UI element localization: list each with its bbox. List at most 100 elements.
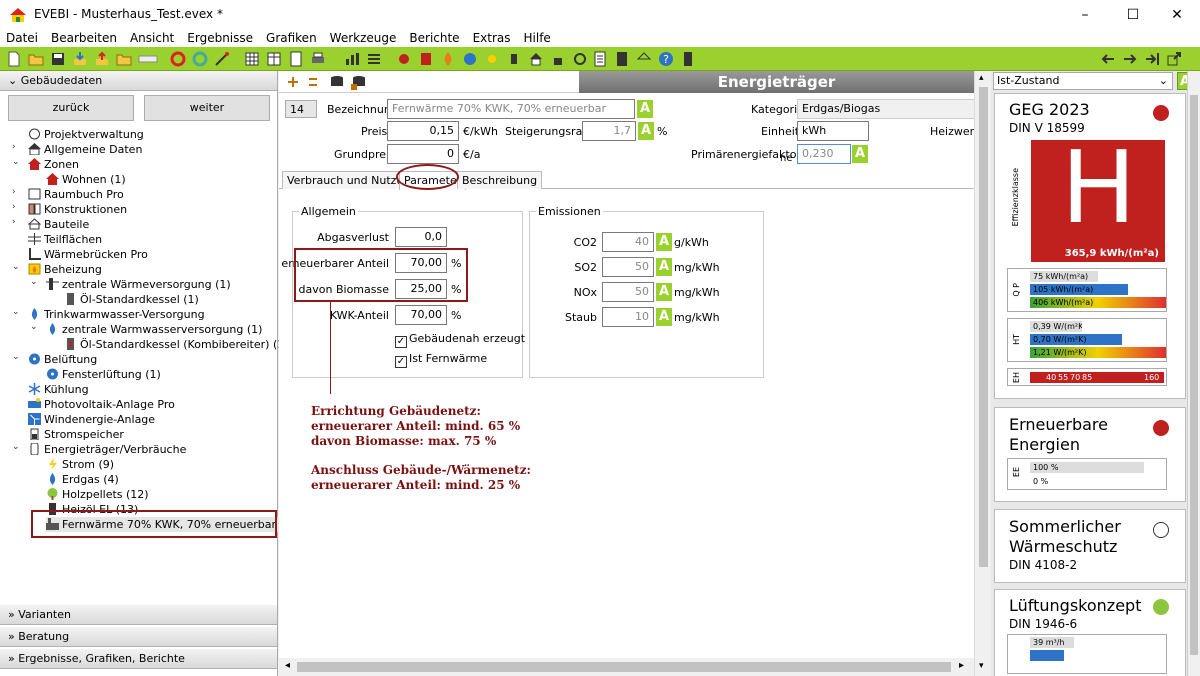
scroll-right-icon[interactable]: ▸ (959, 660, 965, 671)
sun-icon[interactable] (484, 51, 500, 67)
pef-input[interactable]: 0,230 (797, 144, 851, 164)
new-file-icon[interactable] (6, 51, 22, 67)
collapse-icon[interactable]: ⌄ (12, 157, 20, 167)
back-button[interactable]: zurück (8, 95, 134, 121)
maximize-button[interactable]: ☐ (1126, 7, 1140, 23)
import-icon[interactable] (72, 51, 88, 67)
geg-card[interactable]: GEG 2023 DIN V 18599 Effizienzklasse H 3… (994, 93, 1186, 399)
section-beratung[interactable]: » Beratung (0, 627, 277, 647)
tree-item[interactable]: Öl-Standardkessel (Kombibereiter) (1) (64, 337, 289, 352)
collapse-icon[interactable]: ⌄ (12, 442, 20, 452)
scroll-left-icon[interactable]: ◂ (285, 660, 291, 671)
section-ergebnisse[interactable]: » Ergebnisse, Grafiken, Berichte (0, 649, 277, 669)
renewable-card[interactable]: Erneuerbare Energien EE 100 % 0 % (994, 407, 1186, 502)
tree-item[interactable]: Fensterlüftung (1) (46, 367, 161, 382)
document-icon[interactable] (592, 51, 608, 67)
boiler-icon[interactable] (418, 51, 434, 67)
tree-item[interactable]: Zonen (28, 157, 79, 172)
arrow-left-icon[interactable] (1100, 51, 1116, 67)
vertical-scrollbar[interactable]: ▴ ▾ (974, 71, 991, 676)
menu-grafiken[interactable]: Grafiken (266, 31, 317, 45)
preis-input[interactable]: 0,15 (387, 121, 459, 141)
tree-item[interactable]: Allgemeine Daten (28, 142, 142, 157)
a-badge[interactable]: A (656, 258, 672, 276)
chart-icon[interactable] (344, 51, 360, 67)
menu-datei[interactable]: Datei (6, 31, 39, 45)
print-icon[interactable] (310, 51, 326, 67)
gebaeudenah-checkbox[interactable]: ✓Gebäudenah erzeugt (395, 332, 526, 348)
section-gebaeudedaten[interactable]: ⌄ Gebäudedaten (0, 71, 277, 91)
grid-icon[interactable] (244, 51, 260, 67)
co2-input[interactable]: 40 (602, 232, 654, 252)
abgasverlust-input[interactable]: 0,0 (395, 227, 447, 247)
a-badge[interactable]: A (656, 308, 672, 326)
collapse-icon[interactable]: ⌄ (12, 307, 20, 317)
heart-icon[interactable] (396, 51, 412, 67)
expand-icon[interactable]: › (12, 217, 16, 227)
summer-protection-card[interactable]: Sommerlicher Wärmeschutz DIN 4108-2 (994, 509, 1186, 583)
menu-bearbeiten[interactable]: Bearbeiten (51, 31, 117, 45)
menu-werkzeuge[interactable]: Werkzeuge (329, 31, 397, 45)
tree-item[interactable]: Strom (9) (46, 457, 114, 472)
scroll-down-icon[interactable]: ▾ (979, 661, 984, 671)
tree-item[interactable]: Energieträger/Verbräuche (28, 442, 186, 457)
tree-item[interactable]: Beheizung (28, 262, 102, 277)
redo-icon[interactable] (192, 51, 208, 67)
help-icon[interactable]: ? (658, 51, 674, 67)
state-select[interactable]: Ist-Zustand⌄ (993, 72, 1173, 90)
menu-ansicht[interactable]: Ansicht (129, 31, 175, 45)
report-icon[interactable] (288, 51, 304, 67)
a-badge[interactable]: A (637, 100, 653, 118)
minimize-button[interactable]: – (1081, 7, 1089, 23)
steigerung-input[interactable]: 1,7 (582, 121, 636, 141)
demo-icon[interactable] (138, 51, 158, 67)
menu-berichte[interactable]: Berichte (409, 31, 460, 45)
collapse-icon[interactable]: ⌄ (12, 352, 20, 362)
menu-extras[interactable]: Extras (472, 31, 511, 45)
export-icon[interactable] (94, 51, 110, 67)
tree-item[interactable]: Wohnen (1) (46, 172, 126, 187)
collapse-icon[interactable]: ⌄ (12, 262, 20, 272)
undo-icon[interactable] (170, 51, 186, 67)
tree-item[interactable]: Bauteile (28, 217, 89, 232)
staub-input[interactable]: 10 (602, 307, 654, 327)
target-icon[interactable] (572, 51, 588, 67)
tree-item[interactable]: Teilflächen (28, 232, 102, 247)
scroll-thumb[interactable] (979, 87, 988, 567)
tree-item[interactable]: Photovoltaik-Anlage Pro (28, 397, 175, 412)
tree-item[interactable]: Holzpellets (12) (46, 487, 149, 502)
tree-item-selected[interactable]: Fernwärme 70% KWK, 70% erneuerbar (14) (46, 517, 307, 532)
einheit-input[interactable]: kWh (797, 121, 869, 141)
bezeichnung-input[interactable]: Fernwärme 70% KWK, 70% erneuerbar (387, 99, 635, 119)
ventilation-card[interactable]: Lüftungskonzept DIN 1946-6 39 m³/h (994, 589, 1186, 676)
fan-icon[interactable] (462, 51, 478, 67)
tree-item[interactable]: Öl-Standardkessel (1) (64, 292, 199, 307)
menu-hilfe[interactable]: Hilfe (523, 31, 551, 45)
add-icon[interactable] (285, 74, 301, 90)
nox-input[interactable]: 50 (602, 282, 654, 302)
list-icon[interactable] (366, 51, 382, 67)
expand-icon[interactable]: › (12, 202, 16, 212)
tree-item[interactable]: Heizöl EL (13) (46, 502, 138, 517)
tab-verbrauch[interactable]: Verbrauch und Nutzung (282, 171, 423, 189)
fire-icon[interactable] (440, 51, 456, 67)
kategorie-select[interactable]: Erdgas/Biogas (797, 99, 977, 119)
jump-end-icon[interactable] (1144, 51, 1160, 67)
erneuerbar-input[interactable]: 70,00 (395, 253, 447, 273)
calc-icon[interactable] (614, 51, 630, 67)
collapse-icon[interactable]: ⌄ (30, 277, 38, 287)
tree-item[interactable]: Kühlung (28, 382, 89, 397)
section-varianten[interactable]: » Varianten (0, 605, 277, 625)
right-scrollbar[interactable] (1187, 71, 1200, 676)
scroll-thumb[interactable] (297, 662, 951, 672)
database-icon[interactable] (329, 74, 345, 90)
scroll-thumb[interactable] (1190, 95, 1198, 655)
tree-item[interactable]: Trinkwarmwasser-Versorgung (28, 307, 205, 322)
arrow-right-icon[interactable] (1122, 51, 1138, 67)
checkmark-icon[interactable]: ✓ (395, 336, 407, 348)
folder-icon[interactable] (116, 51, 132, 67)
a-badge[interactable]: A (638, 122, 654, 140)
tree-item[interactable]: Raumbuch Pro (28, 187, 124, 202)
expand-icon[interactable]: › (12, 187, 16, 197)
grundpreis-input[interactable]: 0 (387, 144, 459, 164)
